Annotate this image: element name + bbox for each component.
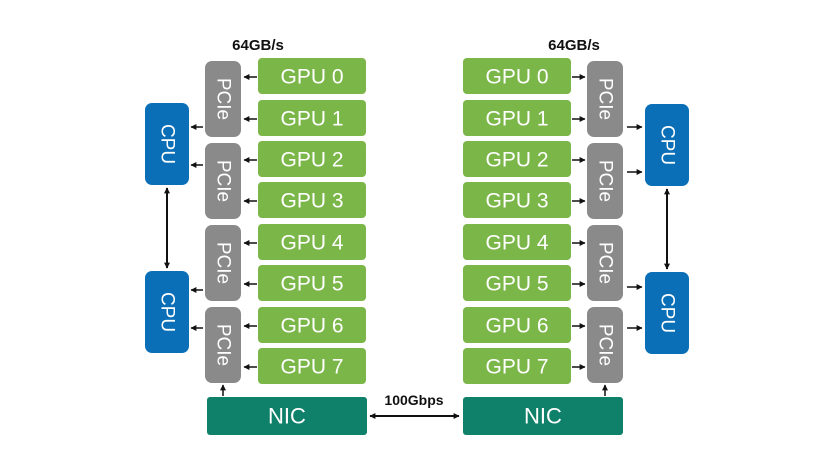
right-cpu-1-label: CPU [657, 293, 678, 333]
left-cpu-0: CPU [145, 103, 189, 185]
left-nic-label: NIC [268, 404, 306, 429]
right-gpu-7-label: GPU 7 [485, 356, 548, 379]
right-gpu-5-label: GPU 5 [485, 273, 548, 296]
left-gpu-0-label: GPU 0 [280, 66, 343, 89]
left-cpu-1: CPU [145, 271, 189, 353]
network-link-label: 100Gbps [384, 392, 443, 408]
right-pcie-1: PCIe [587, 143, 623, 219]
left-gpu-3-label: GPU 3 [280, 190, 343, 213]
right-pcie-3-label: PCIe [595, 324, 616, 366]
left-gpu-4: GPU 4 [258, 224, 366, 260]
left-gpu-2: GPU 2 [258, 141, 366, 177]
right-gpu-2-label: GPU 2 [485, 149, 548, 172]
left-gpu-6: GPU 6 [258, 307, 366, 343]
left-nic: NIC [207, 397, 367, 435]
right-cpu-1: CPU [645, 272, 689, 354]
right-pcie-2: PCIe [587, 225, 623, 301]
left-pcie-2: PCIe [205, 225, 241, 301]
left-cpu-1-label: CPU [157, 292, 178, 332]
right-nic-label: NIC [524, 404, 562, 429]
left-gpu-0: GPU 0 [258, 58, 366, 94]
left-gpu-2-label: GPU 2 [280, 149, 343, 172]
right-pcie-2-label: PCIe [595, 242, 616, 284]
left-node: 64GB/s CPU CPU PCIe PCIe PCIe PCIe [145, 37, 367, 435]
right-gpu-1: GPU 1 [463, 100, 571, 136]
left-gpu-1: GPU 1 [258, 100, 366, 136]
right-pcie-0: PCIe [587, 61, 623, 137]
left-gpu-3: GPU 3 [258, 182, 366, 218]
left-cpu-0-label: CPU [157, 124, 178, 164]
right-cpu-0: CPU [645, 104, 689, 186]
left-gpu-5: GPU 5 [258, 265, 366, 301]
left-pcie-3: PCIe [205, 307, 241, 383]
right-gpu-7: GPU 7 [463, 348, 571, 384]
left-pcie-3-label: PCIe [213, 324, 234, 366]
left-bandwidth-label: 64GB/s [232, 37, 284, 54]
right-gpu-2: GPU 2 [463, 141, 571, 177]
right-gpu-4: GPU 4 [463, 224, 571, 260]
left-gpu-6-label: GPU 6 [280, 315, 343, 338]
right-gpu-5: GPU 5 [463, 265, 571, 301]
right-gpu-3: GPU 3 [463, 182, 571, 218]
left-gpu-4-label: GPU 4 [280, 232, 343, 255]
left-gpu-1-label: GPU 1 [280, 108, 343, 131]
right-pcie-0-label: PCIe [595, 78, 616, 120]
right-gpu-6-label: GPU 6 [485, 315, 548, 338]
right-gpu-3-label: GPU 3 [485, 190, 548, 213]
left-pcie-2-label: PCIe [213, 242, 234, 284]
left-pcie-0: PCIe [205, 61, 241, 137]
right-gpu-6: GPU 6 [463, 307, 571, 343]
left-gpu-7-label: GPU 7 [280, 356, 343, 379]
left-gpu-7: GPU 7 [258, 348, 366, 384]
right-gpu-4-label: GPU 4 [485, 232, 548, 255]
right-pcie-1-label: PCIe [595, 160, 616, 202]
left-pcie-0-label: PCIe [213, 78, 234, 120]
right-gpu-1-label: GPU 1 [485, 108, 548, 131]
right-bandwidth-label: 64GB/s [548, 37, 600, 54]
left-pcie-1: PCIe [205, 143, 241, 219]
left-pcie-1-label: PCIe [213, 160, 234, 202]
right-pcie-3: PCIe [587, 307, 623, 383]
right-gpu-0: GPU 0 [463, 58, 571, 94]
right-gpu-0-label: GPU 0 [485, 66, 548, 89]
right-node: 64GB/s GPU 0 GPU 1 GPU 2 GPU 3 GPU 4 GPU… [463, 37, 689, 435]
right-cpu-0-label: CPU [657, 125, 678, 165]
left-gpu-5-label: GPU 5 [280, 273, 343, 296]
right-nic: NIC [463, 397, 623, 435]
